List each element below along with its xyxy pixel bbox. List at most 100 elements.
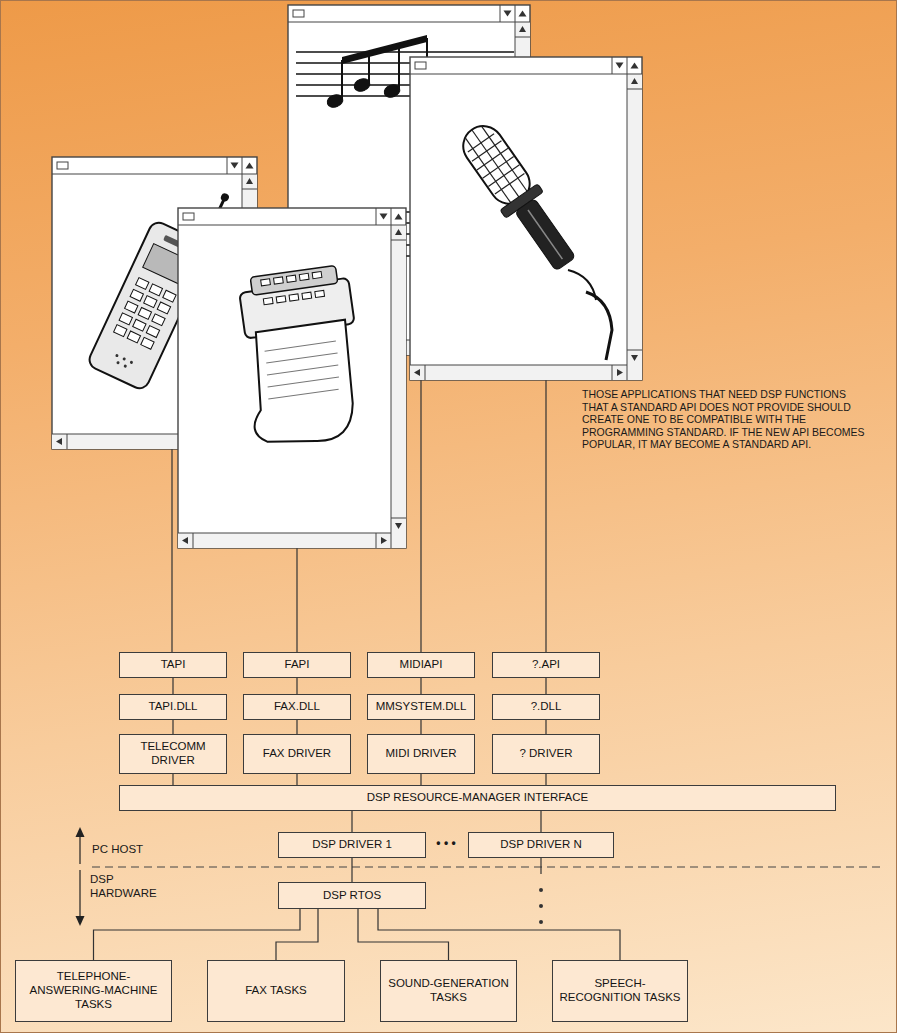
leader-line bbox=[296, 548, 297, 652]
continuation-dots bbox=[539, 858, 543, 924]
api-box: TAPI bbox=[119, 652, 227, 678]
window-chrome bbox=[410, 73, 642, 74]
connector-line bbox=[420, 720, 421, 734]
window-body bbox=[410, 57, 642, 380]
dot bbox=[539, 920, 543, 924]
arrow-glyph bbox=[395, 229, 402, 235]
task-box: FAX TASKS bbox=[207, 960, 345, 1022]
api-box: FAPI bbox=[243, 652, 351, 678]
stub-line bbox=[540, 858, 541, 874]
arrow-glyph bbox=[631, 355, 638, 361]
window-chrome bbox=[288, 21, 530, 22]
window-chrome bbox=[627, 57, 628, 380]
box-label: TELECOMM DRIVER bbox=[124, 740, 222, 768]
down-arrow-head bbox=[76, 916, 85, 926]
arrow-glyph bbox=[631, 63, 639, 69]
box-label: FAX TASKS bbox=[245, 984, 307, 998]
arrow-glyph bbox=[246, 163, 254, 169]
dsp-driver-box: DSP DRIVER N bbox=[468, 832, 614, 858]
window-chrome bbox=[612, 365, 613, 380]
window-chrome bbox=[242, 189, 257, 190]
window-chrome bbox=[178, 533, 391, 534]
box-label: ?.DLL bbox=[531, 700, 562, 714]
box-label: ? DRIVER bbox=[519, 747, 572, 761]
close-box bbox=[57, 162, 68, 169]
close-box bbox=[183, 213, 194, 220]
arrow-glyph bbox=[380, 214, 388, 220]
box-label: MMSYSTEM.DLL bbox=[376, 700, 467, 714]
task-box: TELEPHONE-ANSWERING-MACHINE TASKS bbox=[15, 960, 172, 1022]
resource-manager-box: DSP RESOURCE-MANAGER INTERFACE bbox=[119, 785, 836, 811]
microphone-clip bbox=[568, 270, 596, 300]
box-label: MIDIAPI bbox=[400, 658, 443, 672]
task-box: SPEECH-RECOGNITION TASKS bbox=[552, 960, 688, 1022]
connector-line bbox=[540, 811, 541, 832]
up-arrow-shaft bbox=[79, 836, 80, 864]
arrow-glyph bbox=[182, 537, 188, 544]
dll-box: FAX.DLL bbox=[243, 694, 351, 720]
box-label: FAX DRIVER bbox=[263, 747, 331, 761]
host-hardware-divider bbox=[92, 866, 880, 867]
driver-box: ? DRIVER bbox=[492, 734, 600, 774]
driver-box: FAX DRIVER bbox=[243, 734, 351, 774]
box-label: FAPI bbox=[285, 658, 310, 672]
close-box bbox=[293, 10, 304, 17]
box-label: TAPI bbox=[161, 658, 186, 672]
box-label: DSP RTOS bbox=[323, 889, 381, 903]
arrow-glyph bbox=[631, 78, 638, 84]
scrollbar bbox=[410, 365, 627, 380]
window-chrome bbox=[627, 350, 642, 351]
connector-line bbox=[351, 858, 352, 882]
box-label: DSP RESOURCE-MANAGER INTERFACE bbox=[367, 791, 589, 805]
dot bbox=[539, 904, 543, 908]
window-chrome bbox=[67, 434, 68, 449]
window-frame bbox=[410, 57, 642, 380]
box-label: DSP DRIVER N bbox=[500, 838, 582, 852]
arrow-glyph bbox=[414, 369, 420, 376]
window-chrome bbox=[410, 365, 627, 366]
window-chrome bbox=[193, 533, 194, 548]
box-label: TAPI.DLL bbox=[149, 700, 198, 714]
arrow-glyph bbox=[616, 63, 624, 69]
connector-line bbox=[296, 774, 297, 785]
arrow-glyph bbox=[395, 523, 402, 529]
leader-line bbox=[545, 380, 546, 652]
connector-line bbox=[94, 909, 301, 960]
connector-line bbox=[296, 678, 297, 694]
window-chrome bbox=[425, 365, 426, 380]
microphone-window bbox=[410, 57, 642, 380]
connector-line bbox=[545, 678, 546, 694]
arrow-glyph bbox=[56, 438, 62, 445]
microphone-stand bbox=[586, 292, 612, 360]
region-label: DSP HARDWARE bbox=[90, 873, 170, 901]
scrollbar bbox=[391, 225, 406, 548]
connector-line bbox=[172, 774, 173, 785]
box-label: SOUND-GENERATION TASKS bbox=[385, 977, 512, 1005]
connector-line bbox=[296, 720, 297, 734]
arrow-glyph bbox=[395, 214, 403, 220]
connector-line bbox=[420, 678, 421, 694]
window-chrome bbox=[391, 208, 392, 548]
connector-line bbox=[545, 774, 546, 785]
driver-box: TELECOMM DRIVER bbox=[119, 734, 227, 774]
direction-arrows bbox=[76, 827, 85, 926]
microphone-illustration bbox=[453, 117, 585, 278]
ellipsis-mark: • • • bbox=[431, 836, 461, 850]
window-chrome bbox=[612, 57, 613, 74]
driver-box: MIDI DRIVER bbox=[367, 734, 475, 774]
window-chrome bbox=[376, 208, 377, 225]
task-box: SOUND-GENERATION TASKS bbox=[380, 960, 517, 1022]
api-box: ?.API bbox=[492, 652, 600, 678]
window-chrome bbox=[178, 224, 406, 225]
window-chrome bbox=[227, 157, 228, 174]
rtos-box: DSP RTOS bbox=[278, 882, 426, 909]
window-frame bbox=[178, 208, 406, 548]
box-label: TELEPHONE-ANSWERING-MACHINE TASKS bbox=[20, 970, 167, 1011]
window-chrome bbox=[500, 5, 501, 22]
fax-window bbox=[178, 208, 406, 548]
arrow-glyph bbox=[246, 178, 253, 184]
